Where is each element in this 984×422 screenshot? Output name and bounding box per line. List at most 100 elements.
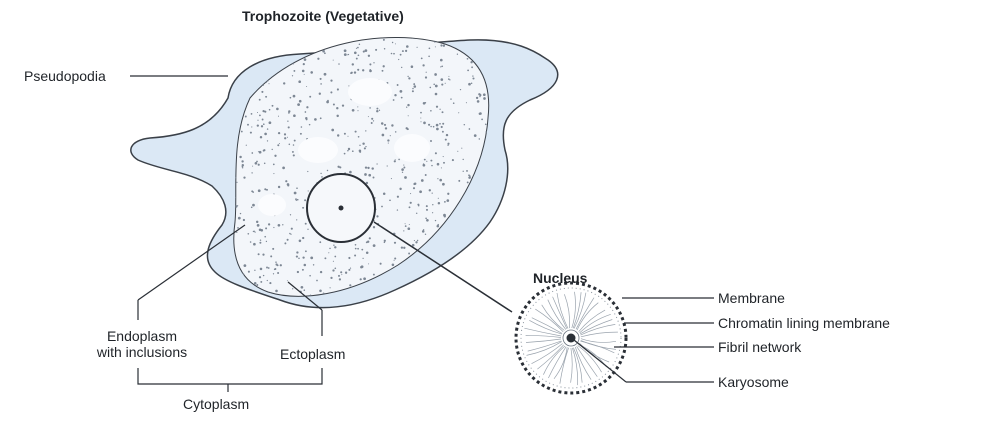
granule [407, 76, 408, 77]
granule [237, 38, 240, 41]
granule [385, 127, 387, 129]
granule [420, 117, 421, 118]
granule [468, 176, 471, 179]
granule [304, 199, 306, 201]
granule [479, 250, 481, 252]
granule [297, 271, 299, 273]
granule [339, 166, 341, 168]
granule [412, 35, 415, 38]
granule [435, 93, 438, 96]
granule [394, 94, 396, 96]
granule [426, 219, 429, 222]
granule [421, 57, 423, 59]
granule [324, 257, 326, 259]
granule [320, 117, 322, 119]
granule [244, 37, 246, 39]
granule [296, 219, 297, 220]
granule [251, 113, 253, 115]
granule [257, 112, 258, 113]
granule [423, 163, 424, 164]
granule [237, 227, 239, 229]
granule [389, 199, 391, 201]
granule [419, 190, 422, 193]
granule [260, 136, 262, 138]
granule [293, 70, 295, 72]
granule [287, 183, 290, 186]
granule [479, 138, 480, 139]
granule [314, 118, 317, 121]
granule [401, 246, 403, 248]
granule [327, 170, 328, 171]
granule [306, 118, 308, 120]
granule [398, 159, 400, 161]
granule [262, 110, 264, 112]
granule [373, 226, 375, 228]
granule [320, 78, 322, 80]
granule [453, 102, 455, 104]
label-membrane: Membrane [718, 290, 785, 306]
granule [271, 30, 274, 33]
granule [241, 160, 243, 162]
granule [448, 76, 449, 77]
granule [437, 163, 440, 166]
granule [298, 31, 300, 33]
granule [277, 45, 278, 46]
granule [356, 48, 357, 49]
granule [250, 241, 252, 243]
granule [477, 100, 480, 103]
granule [412, 244, 415, 247]
granule [420, 121, 421, 122]
granule [425, 217, 427, 219]
granule [479, 278, 481, 280]
granule [269, 282, 271, 284]
granule [302, 256, 304, 258]
granule [255, 162, 258, 165]
granule [264, 133, 267, 136]
granule [264, 188, 266, 190]
granule [454, 279, 456, 281]
granule [443, 156, 444, 157]
granule [352, 63, 354, 65]
granule [253, 230, 255, 232]
granule [368, 116, 369, 117]
granule [476, 97, 478, 99]
granule [275, 290, 278, 293]
granule [401, 67, 402, 68]
granule [420, 112, 422, 114]
inclusion [298, 137, 338, 163]
granule [345, 272, 347, 274]
granule [457, 54, 458, 55]
granule [308, 37, 310, 39]
granule [356, 58, 358, 60]
granule [415, 241, 417, 243]
granule [344, 153, 346, 155]
granule [401, 168, 404, 171]
granule [287, 280, 288, 281]
granule [287, 121, 288, 122]
granule [309, 275, 311, 277]
granule [441, 84, 443, 86]
granule [304, 264, 307, 267]
granule [247, 233, 249, 235]
granule [258, 189, 261, 192]
granule [431, 165, 432, 166]
granule [242, 167, 243, 168]
granule [401, 97, 403, 99]
granule [337, 134, 339, 136]
granule [440, 44, 442, 46]
granule [425, 76, 427, 78]
label-ectoplasm: Ectoplasm [280, 346, 345, 362]
diagram-title: Trophozoite (Vegetative) [242, 8, 404, 24]
granule [490, 32, 491, 33]
granule [309, 48, 310, 49]
granule [447, 300, 448, 301]
granule [256, 284, 258, 286]
granule [442, 183, 445, 186]
granule [475, 263, 478, 266]
granule [259, 151, 262, 154]
granule [287, 137, 288, 138]
granule [362, 142, 364, 144]
granule [365, 130, 366, 131]
granule [466, 170, 468, 172]
granule [411, 65, 414, 68]
